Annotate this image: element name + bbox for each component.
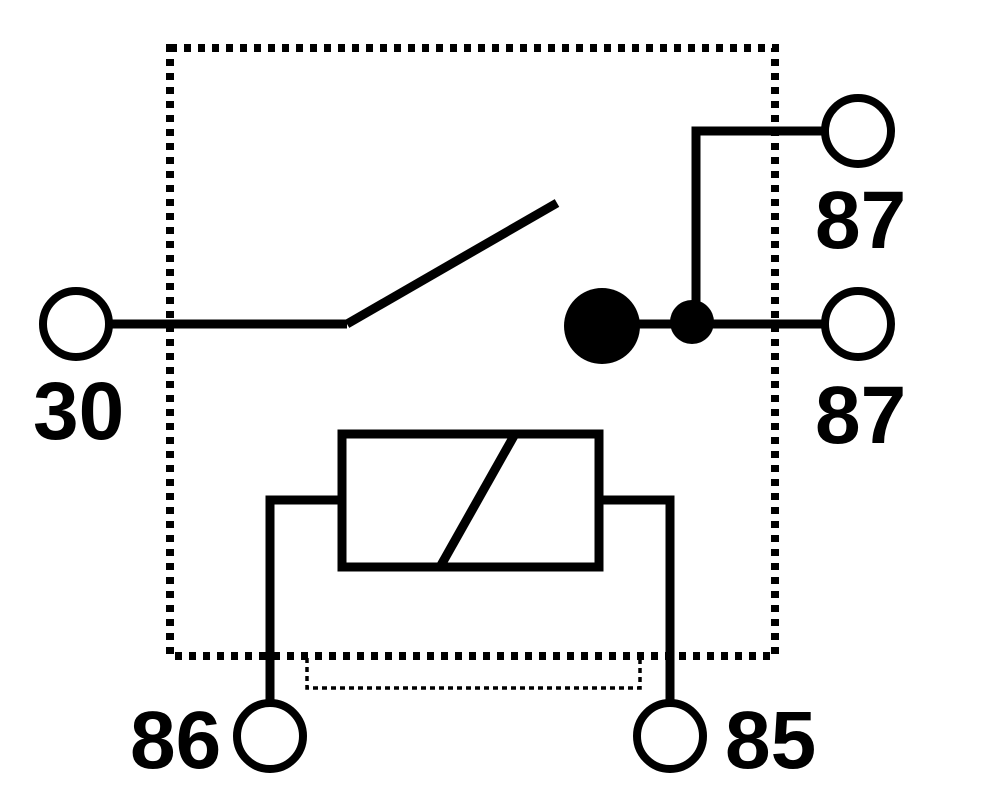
wire-junction-to-87-top [691, 126, 825, 324]
label-86: 86 [130, 695, 221, 786]
relay-housing-outline [166, 44, 779, 660]
wire-coil-to-86 [265, 495, 342, 700]
coil-box [337, 429, 604, 572]
terminal-86-circle [233, 699, 307, 773]
wire-coil-to-85 [599, 495, 675, 700]
switch-contact-arm [344, 199, 560, 328]
label-30: 30 [33, 366, 124, 457]
coil-diagonal [436, 431, 519, 570]
coil-bracket-outline [305, 658, 642, 690]
terminal-87-top-circle [821, 94, 895, 168]
label-87-bottom: 87 [815, 370, 906, 461]
label-87-top: 87 [815, 175, 906, 266]
terminal-30-circle [39, 287, 113, 361]
terminal-87-bottom-circle [821, 287, 895, 361]
label-85: 85 [725, 695, 816, 786]
terminal-85-circle [633, 699, 707, 773]
